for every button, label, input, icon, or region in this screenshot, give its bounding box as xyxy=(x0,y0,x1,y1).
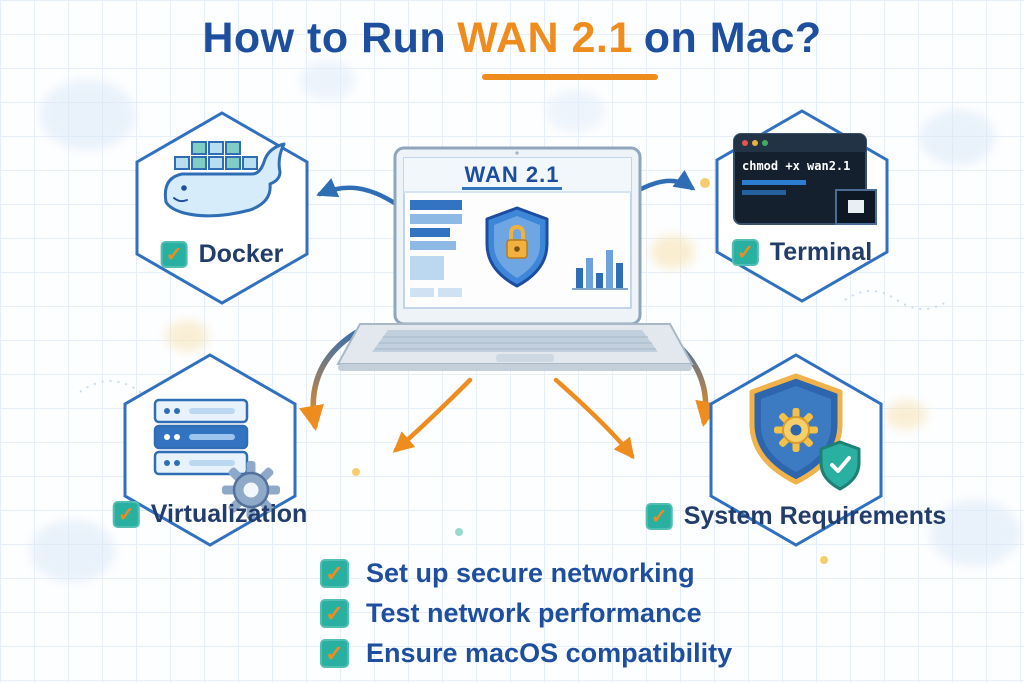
node-docker: ✓ Docker xyxy=(134,110,310,310)
node-terminal: chmod +x wan2.1 ✓ Terminal xyxy=(714,108,890,308)
gear-icon xyxy=(774,408,818,452)
docker-label: ✓ Docker xyxy=(160,240,284,269)
checklist-item-text: Ensure macOS compatibility xyxy=(366,638,733,668)
system-requirements-label: ✓ System Requirements xyxy=(645,502,947,531)
checklist-checkbox-icon: ✓ xyxy=(320,639,349,668)
title-highlight: WAN 2.1 xyxy=(457,14,633,62)
terminal-window-icon: chmod +x wan2.1 xyxy=(733,133,877,225)
node-system-requirements: ✓ System Requirements xyxy=(645,352,946,562)
decorative-dot xyxy=(352,468,360,476)
screen-sidebar xyxy=(410,200,462,297)
decorative-dot xyxy=(455,528,463,536)
laptop-keyboard xyxy=(336,323,694,371)
docker-whale-icon xyxy=(163,141,286,218)
check-shield-icon xyxy=(819,440,861,491)
checklist-item: ✓ Test network performance xyxy=(320,598,732,629)
docker-label-text: Docker xyxy=(198,240,284,268)
shield-gear-icon xyxy=(749,373,861,491)
virtualization-checkbox-icon: ✓ xyxy=(112,501,140,528)
checklist: ✓ Set up secure networking ✓ Test networ… xyxy=(320,558,732,669)
checklist-checkbox-icon: ✓ xyxy=(320,599,349,628)
decorative-blob xyxy=(300,60,355,100)
laptop-screen: WAN 2.1 xyxy=(393,146,642,326)
docker-checkbox-icon: ✓ xyxy=(160,241,188,268)
terminal-label: ✓ Terminal xyxy=(731,238,873,267)
decorative-blob xyxy=(885,400,927,430)
checklist-item: ✓ Set up secure networking xyxy=(320,558,732,589)
checklist-item-text: Set up secure networking xyxy=(366,558,695,588)
gear-icon xyxy=(222,461,280,519)
virtualization-label: ✓ Virtualization xyxy=(112,500,308,529)
node-virtualization: ✓ Virtualization xyxy=(112,352,307,562)
system-requirements-checkbox-icon: ✓ xyxy=(645,503,673,530)
terminal-code-text: chmod +x wan2.1 xyxy=(742,159,850,173)
decorative-blob xyxy=(920,110,995,165)
decorative-blob xyxy=(545,90,605,132)
title-prefix: How to Run xyxy=(202,14,447,62)
checklist-item: ✓ Ensure macOS compatibility xyxy=(320,638,732,669)
terminal-checkbox-icon: ✓ xyxy=(731,239,759,266)
checklist-checkbox-icon: ✓ xyxy=(320,559,349,588)
terminal-label-text: Terminal xyxy=(769,238,873,266)
laptop-illustration: WAN 2.1 xyxy=(336,146,694,371)
system-requirements-label-text: System Requirements xyxy=(683,502,947,530)
screen-chart xyxy=(572,250,628,290)
decorative-dot xyxy=(700,178,710,188)
decorative-blob xyxy=(30,520,115,582)
decorative-blob xyxy=(165,320,209,352)
wan-screen-title: WAN 2.1 xyxy=(464,162,559,187)
arrow-down-left xyxy=(392,377,473,453)
decorative-blob xyxy=(40,80,135,150)
server-stack-icon xyxy=(153,398,280,519)
virtualization-label-text: Virtualization xyxy=(150,500,308,528)
checklist-item-text: Test network performance xyxy=(366,598,702,628)
title-underline xyxy=(482,74,658,80)
title-suffix: on Mac? xyxy=(643,14,822,62)
arrow-down-right xyxy=(553,377,635,460)
shield-lock-icon xyxy=(485,206,549,288)
